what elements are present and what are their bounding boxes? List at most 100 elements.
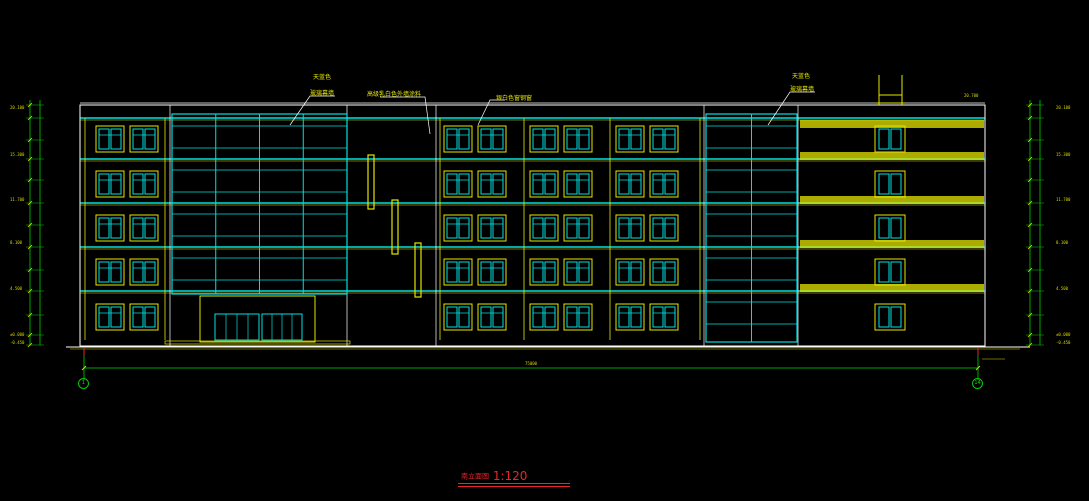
window-frame: [443, 170, 473, 198]
level-right-2: 15.300: [1056, 152, 1071, 157]
axis-bubble-14: 14: [972, 378, 983, 389]
window-pane: [652, 261, 664, 283]
entrance-frame: [199, 295, 316, 343]
window-pane: [532, 306, 544, 328]
roof-frame: [876, 75, 905, 105]
window-pane: [480, 306, 492, 328]
window: [129, 125, 159, 153]
entrance: [164, 295, 351, 345]
window-pane: [132, 306, 144, 328]
dimension-slash: [27, 244, 33, 250]
window-pane: [492, 217, 504, 239]
window-pane: [566, 261, 578, 283]
window-pane: [446, 261, 458, 283]
window-pane: [492, 261, 504, 283]
window: [874, 258, 906, 286]
window-pane: [98, 306, 110, 328]
window-pane: [110, 217, 122, 239]
window-pane: [618, 128, 630, 150]
dimension-slash: [1027, 244, 1033, 250]
level-right-7: -0.450: [1056, 340, 1071, 345]
window-frame: [649, 303, 679, 331]
dimension-slash: [1027, 332, 1033, 338]
window: [477, 258, 507, 286]
window-pane: [144, 306, 156, 328]
window-pane: [98, 261, 110, 283]
window-pane: [618, 306, 630, 328]
level-left-2: 15.300: [10, 152, 25, 157]
window: [615, 170, 645, 198]
window-pane: [578, 261, 590, 283]
wall-band: [800, 120, 984, 128]
window-frame: [443, 125, 473, 153]
window-pane: [144, 217, 156, 239]
window: [129, 214, 159, 242]
dimension-slash: [27, 342, 33, 348]
window-pane: [578, 217, 590, 239]
dimension-slash: [27, 267, 33, 273]
window-frame: [95, 125, 125, 153]
annotation-curtain-left-1: 天蓝色: [313, 74, 332, 81]
window: [649, 214, 679, 242]
window-frame: [129, 303, 159, 331]
roof-level-label: 20.700: [964, 93, 979, 98]
window-frame: [563, 303, 593, 331]
wall-band: [800, 196, 984, 204]
window-pane: [566, 173, 578, 195]
total-dimension-label: 75000: [525, 361, 538, 366]
window-pane: [458, 217, 470, 239]
window-frame: [649, 258, 679, 286]
window-pane: [446, 173, 458, 195]
level-left-6: ±0.000: [10, 332, 25, 337]
window-frame: [129, 214, 159, 242]
annotation-curtain-left-2: 玻璃幕墙: [310, 90, 335, 97]
window-pane: [618, 261, 630, 283]
window-pane: [664, 173, 676, 195]
window-pane: [878, 306, 890, 328]
window-pane: [144, 128, 156, 150]
window-pane: [630, 306, 642, 328]
window-pane: [566, 217, 578, 239]
entrance-steps: [164, 340, 351, 345]
window: [529, 258, 559, 286]
window: [874, 170, 906, 198]
window: [615, 214, 645, 242]
window-pane: [664, 261, 676, 283]
window-frame: [443, 303, 473, 331]
window-pane: [110, 306, 122, 328]
window-pane: [458, 128, 470, 150]
window-pane: [630, 173, 642, 195]
window-pane: [664, 128, 676, 150]
level-left-3: 11.700: [10, 197, 25, 202]
window-pane: [878, 217, 890, 239]
window: [443, 125, 473, 153]
wall-band: [800, 284, 984, 292]
window: [563, 125, 593, 153]
dimension-slash: [1027, 222, 1033, 228]
window-pane: [878, 261, 890, 283]
wall-band: [800, 240, 984, 248]
window-pane: [492, 306, 504, 328]
window-frame: [95, 303, 125, 331]
window-pane: [664, 217, 676, 239]
dimension-slash: [1027, 267, 1033, 273]
window-pane: [630, 261, 642, 283]
dimension-slash: [27, 312, 33, 318]
window-pane: [878, 128, 890, 150]
dimension-slash: [1027, 115, 1033, 121]
window-frame: [95, 258, 125, 286]
window-pane: [618, 217, 630, 239]
window-frame: [477, 125, 507, 153]
window-frame: [615, 214, 645, 242]
window: [615, 258, 645, 286]
fin: [367, 154, 375, 210]
curtain-wall-right: [705, 113, 798, 343]
window-pane: [544, 128, 556, 150]
window: [563, 170, 593, 198]
annotation-white-paint: 高级乳白色外墙涂料: [367, 91, 422, 98]
window: [649, 170, 679, 198]
window-frame: [615, 258, 645, 286]
window: [477, 125, 507, 153]
window-pane: [652, 128, 664, 150]
